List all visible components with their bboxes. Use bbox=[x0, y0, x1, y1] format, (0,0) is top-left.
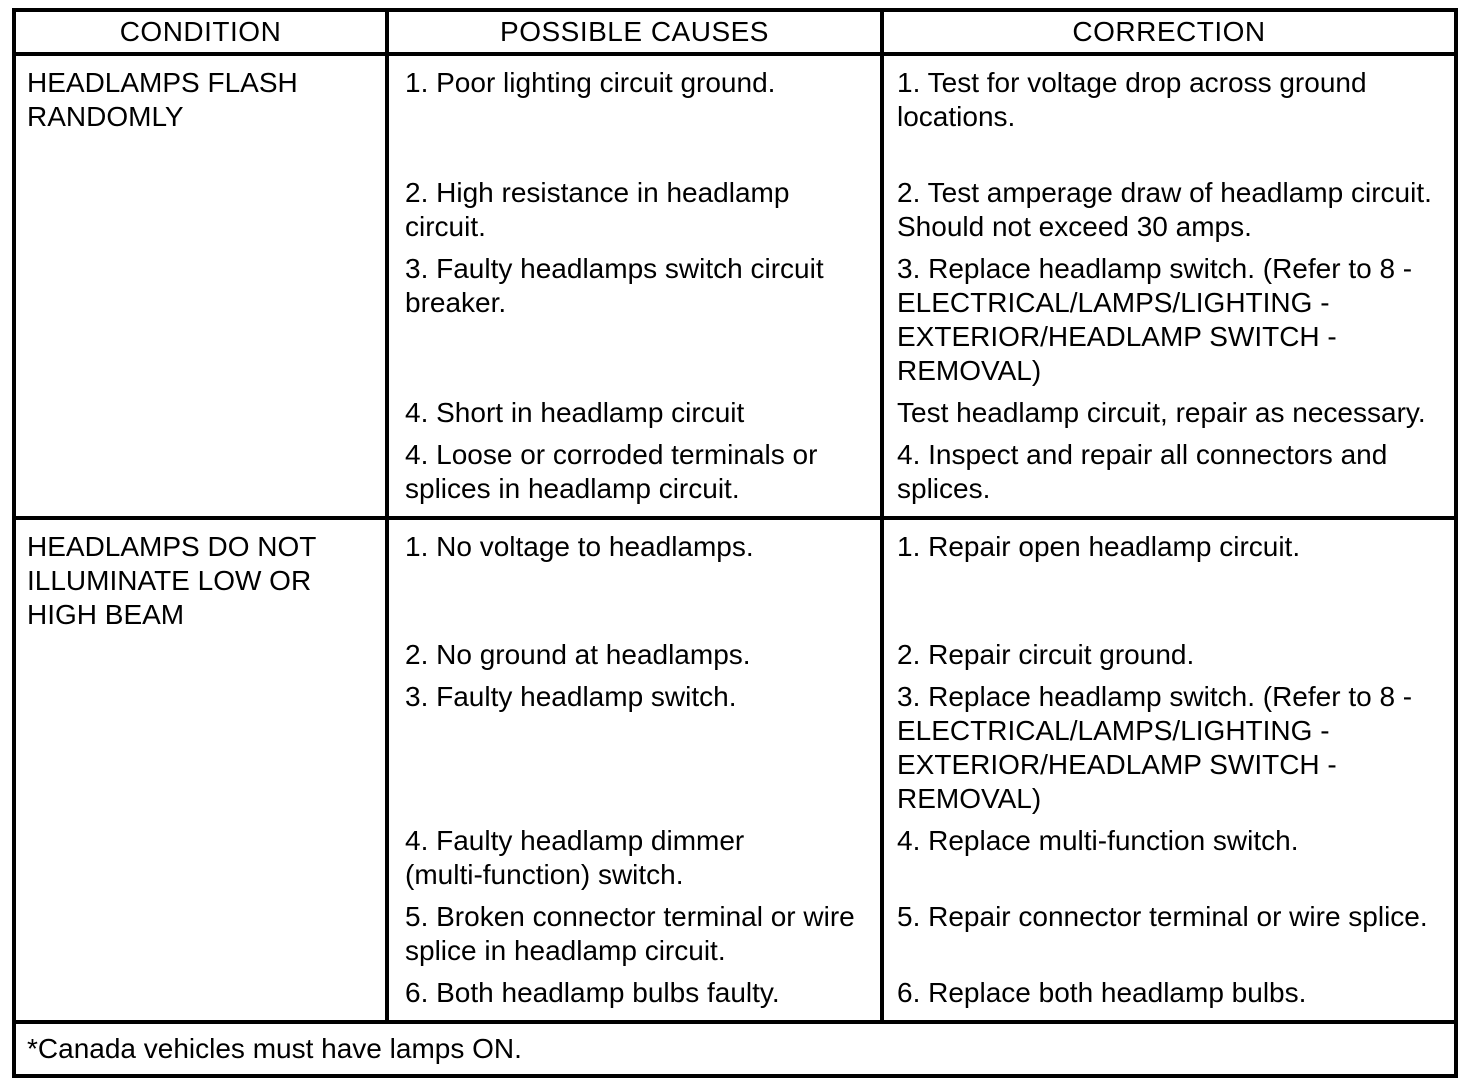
cause-item: 2. No ground at headlamps. bbox=[405, 639, 751, 670]
correction-item: 1. Test for voltage drop across ground l… bbox=[897, 67, 1367, 132]
causes-corrections-cell: 1. Poor lighting circuit ground. 1. Test… bbox=[389, 56, 1454, 516]
correction-item: 4. Replace multi-function switch. bbox=[897, 825, 1299, 856]
cause-item: 3. Faulty headlamps switch circuit break… bbox=[405, 253, 824, 318]
spacer bbox=[389, 142, 1454, 168]
condition-cell: HEADLAMPS DO NOT ILLUMINATE LOW OR HIGH … bbox=[16, 520, 389, 1020]
spacer bbox=[389, 572, 1454, 630]
cause-item: 4. Faulty headlamp dimmer (multi-functio… bbox=[405, 825, 745, 890]
table-row: HEADLAMPS FLASH RANDOMLY 1. Poor lightin… bbox=[16, 52, 1454, 516]
condition-cell: HEADLAMPS FLASH RANDOMLY bbox=[16, 56, 389, 516]
causes-corrections-cell: 1. No voltage to headlamps. 1. Repair op… bbox=[389, 520, 1454, 1020]
cause-item: 1. No voltage to headlamps. bbox=[405, 531, 754, 562]
pair-grid: 1. No voltage to headlamps. 1. Repair op… bbox=[389, 520, 1454, 1020]
cause-item: 4. Loose or corroded terminals or splice… bbox=[405, 439, 818, 504]
cause-item: 6. Both headlamp bulbs faulty. bbox=[405, 977, 780, 1008]
correction-item: 5. Repair connector terminal or wire spl… bbox=[897, 901, 1428, 932]
cause-item: 5. Broken connector terminal or wire spl… bbox=[405, 901, 855, 966]
cause-item: 1. Poor lighting circuit ground. bbox=[405, 67, 776, 98]
correction-item: 3. Replace headlamp switch. (Refer to 8 … bbox=[897, 681, 1413, 814]
column-header-condition: CONDITION bbox=[16, 12, 389, 52]
column-header-correction: CORRECTION bbox=[1072, 16, 1266, 47]
pair-grid: 1. Poor lighting circuit ground. 1. Test… bbox=[389, 56, 1454, 516]
correction-item: 4. Inspect and repair all connectors and… bbox=[897, 439, 1388, 504]
cause-item: 2. High resistance in headlamp circuit. bbox=[405, 177, 790, 242]
table-footnote: *Canada vehicles must have lamps ON. bbox=[16, 1020, 1454, 1074]
table-row: HEADLAMPS DO NOT ILLUMINATE LOW OR HIGH … bbox=[16, 516, 1454, 1020]
table-header-row: CONDITION POSSIBLE CAUSES CORRECTION bbox=[16, 12, 1454, 52]
correction-item: 6. Replace both headlamp bulbs. bbox=[897, 977, 1307, 1008]
correction-item: 2. Repair circuit ground. bbox=[897, 639, 1195, 670]
correction-item: 2. Test amperage draw of headlamp circui… bbox=[897, 177, 1432, 242]
cause-item: 3. Faulty headlamp switch. bbox=[405, 681, 737, 712]
column-header-possible-causes: POSSIBLE CAUSES bbox=[389, 12, 884, 52]
cause-item: 4. Short in headlamp circuit bbox=[405, 397, 745, 428]
correction-item: 1. Repair open headlamp circuit. bbox=[897, 531, 1301, 562]
correction-item: 3. Replace headlamp switch. (Refer to 8 … bbox=[897, 253, 1413, 386]
diagnostic-table: CONDITION POSSIBLE CAUSES CORRECTION HEA… bbox=[12, 8, 1458, 1078]
correction-item: Test headlamp circuit, repair as necessa… bbox=[897, 397, 1426, 428]
